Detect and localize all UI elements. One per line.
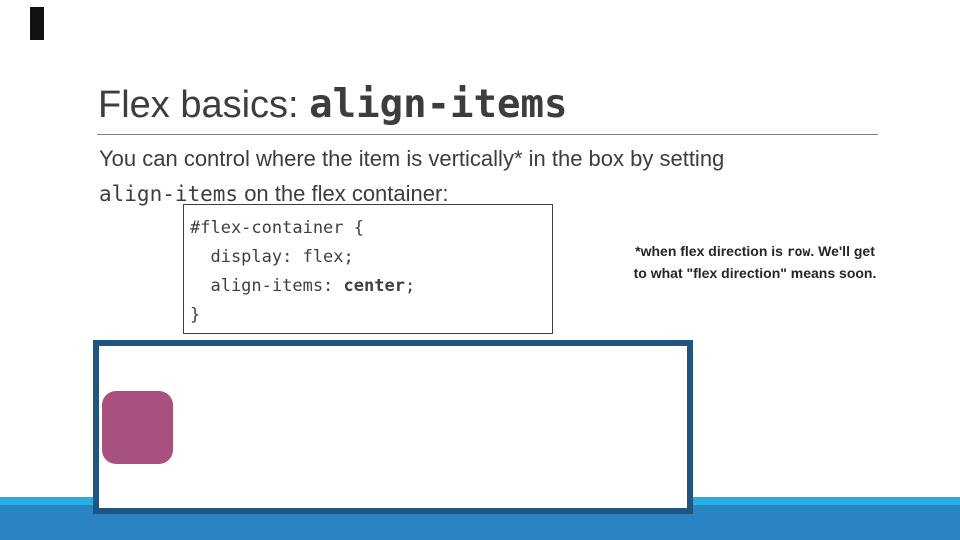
note-line1-post: . We'll get bbox=[810, 243, 875, 259]
code-line-2: display: flex; bbox=[190, 247, 354, 267]
code-block: #flex-container { display: flex; align-i… bbox=[183, 204, 553, 334]
side-note: *when flex direction is row. We'll get t… bbox=[602, 241, 908, 283]
note-line1-pre: *when flex direction is bbox=[635, 243, 787, 259]
top-left-accent-bar bbox=[30, 7, 44, 40]
code-line-3: align-items: center; bbox=[190, 272, 552, 301]
note-row-code: row bbox=[786, 245, 811, 260]
code-line-1: #flex-container { bbox=[190, 218, 364, 238]
intro-line1: You can control where the item is vertic… bbox=[99, 146, 725, 171]
flex-item-square bbox=[102, 390, 173, 464]
title-code-text: align-items bbox=[309, 82, 568, 127]
intro-line2-rest: on the flex container: bbox=[238, 181, 449, 206]
flex-container-demo bbox=[93, 340, 693, 514]
code-line-3-post: ; bbox=[404, 276, 416, 296]
intro-align-items-code: align-items bbox=[99, 182, 239, 206]
code-line-3-pre: align-items: bbox=[190, 276, 344, 296]
title-text: Flex basics: bbox=[98, 84, 310, 126]
intro-text: You can control where the item is vertic… bbox=[99, 141, 724, 212]
page-title: Flex basics: align-items bbox=[98, 82, 567, 127]
code-line-4: } bbox=[190, 305, 201, 325]
note-line2: to what "flex direction" means soon. bbox=[633, 265, 877, 281]
code-line-3-center-value: center bbox=[343, 276, 405, 296]
title-divider bbox=[97, 134, 878, 135]
